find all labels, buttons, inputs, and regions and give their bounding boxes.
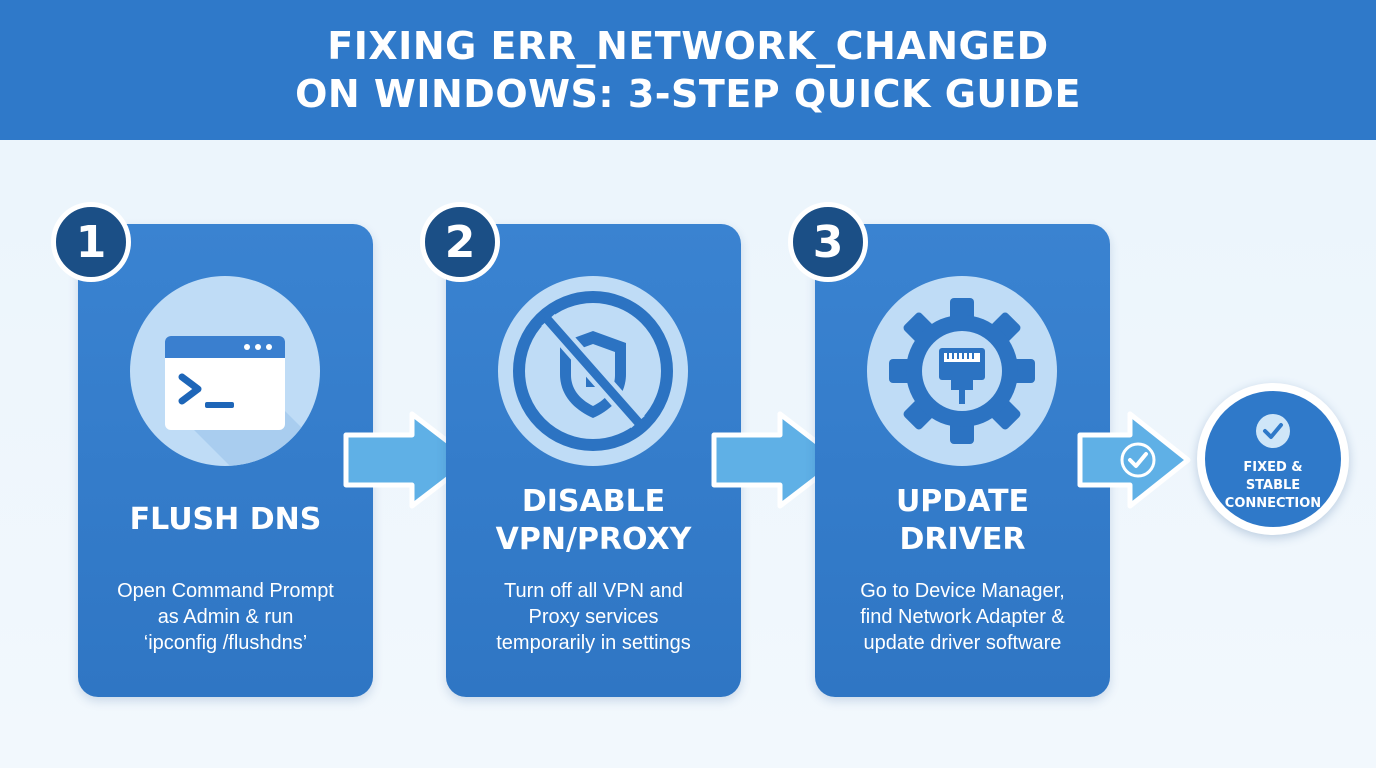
step-2-desc-line: Proxy services	[528, 606, 659, 628]
step-1-desc-line: Open Command Prompt	[117, 580, 334, 602]
result-label-line-1: FIXED &	[1243, 460, 1303, 475]
result-inner-circle: FIXED & STABLE CONNECTION	[1205, 391, 1341, 527]
terminal-window-icon	[130, 276, 320, 466]
result-label-line-2: STABLE	[1245, 478, 1301, 493]
step-1-number-badge: 1	[51, 202, 131, 282]
step-1-description: Open Command Prompt as Admin & run ‘ipco…	[78, 578, 373, 656]
step-1-title: FLUSH DNS	[129, 502, 322, 537]
page-title-line-2: ON WINDOWS: 3-STEP QUICK GUIDE	[295, 72, 1081, 116]
step-3-desc-line: Go to Device Manager,	[860, 580, 1065, 602]
step-2-card: DISABLE VPN/PROXY Turn off all VPN and P…	[446, 224, 741, 697]
step-1-desc-line: as Admin & run	[157, 606, 294, 628]
step-3-desc-line: update driver software	[863, 632, 1062, 654]
arrow-check-icon	[1077, 411, 1191, 509]
page-title-line-1: FIXING ERR_NETWORK_CHANGED	[327, 24, 1049, 68]
result-badge: FIXED & STABLE CONNECTION	[1197, 383, 1349, 535]
step-2-desc-line: Turn off all VPN and	[504, 580, 683, 602]
step-3-title-line-2: DRIVER	[899, 522, 1026, 557]
step-3-title: UPDATE DRIVER	[815, 483, 1110, 559]
step-3-number-badge: 3	[788, 202, 868, 282]
step-1-desc-line: ‘ipconfig /flushdns’	[143, 632, 308, 654]
title-banner: FIXING ERR_NETWORK_CHANGED ON WINDOWS: 3…	[0, 0, 1376, 140]
step-2-desc-line: temporarily in settings	[496, 632, 691, 654]
step-3-card: UPDATE DRIVER Go to Device Manager, find…	[815, 224, 1110, 697]
result-label-line-3: CONNECTION	[1224, 496, 1322, 511]
step-3-title-line-1: UPDATE	[895, 484, 1030, 519]
arrow-right-icon	[343, 411, 475, 509]
gear-network-port-icon	[867, 276, 1057, 466]
step-1-card: FLUSH DNS Open Command Prompt as Admin &…	[78, 224, 373, 697]
step-3-description: Go to Device Manager, find Network Adapt…	[815, 578, 1110, 656]
result-label: FIXED & STABLE CONNECTION	[1205, 459, 1341, 513]
step-2-description: Turn off all VPN and Proxy services temp…	[446, 578, 741, 656]
step-2-title: DISABLE VPN/PROXY	[446, 483, 741, 559]
step-3-desc-line: find Network Adapter &	[860, 606, 1065, 628]
step-2-title-line-1: DISABLE	[521, 484, 666, 519]
step-2-number-badge: 2	[420, 202, 500, 282]
no-vpn-shield-icon	[498, 276, 688, 466]
step-2-title-line-2: VPN/PROXY	[495, 522, 692, 557]
check-circle-icon	[1256, 414, 1290, 448]
arrow-right-icon	[711, 411, 843, 509]
